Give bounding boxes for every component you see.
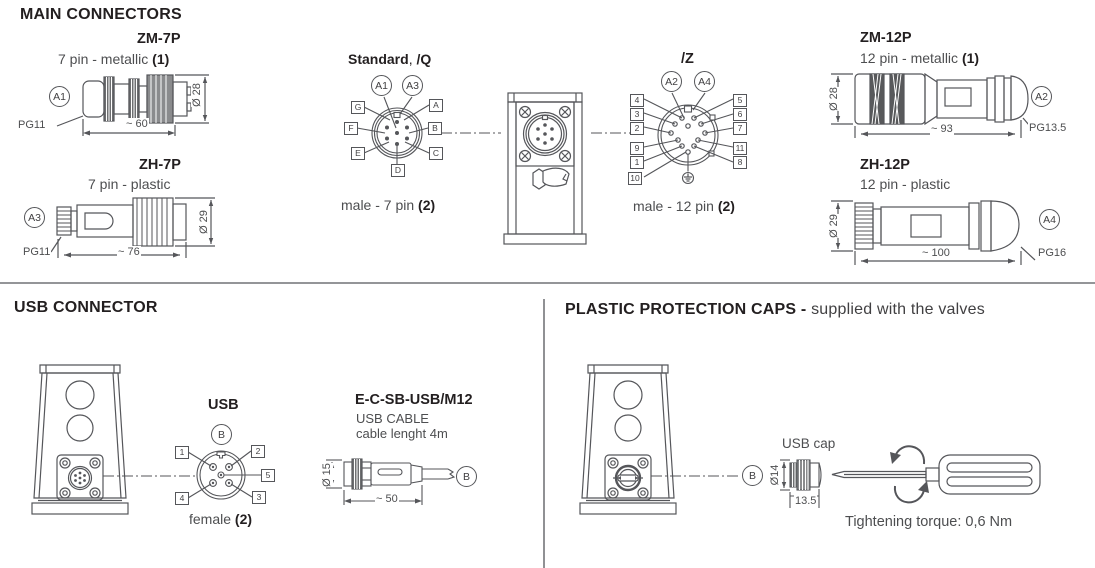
pin12-ref-a-badge: A2	[661, 71, 682, 92]
zm12p-desc: 12 pin - metallic (1)	[860, 50, 980, 66]
zm12p-gland-label: PG13.5	[1028, 122, 1068, 134]
zh12p-drawing	[831, 200, 1036, 265]
pin7-caption: male - 7 pin (2)	[341, 197, 436, 213]
zh7p-gland-label: PG11	[22, 246, 52, 258]
pin7-diagram	[356, 96, 430, 164]
zm7p-ref-badge: A1	[49, 86, 70, 107]
zm12p-length-dim: ~ 93	[930, 123, 954, 135]
pin12-label-1: 1	[630, 156, 644, 169]
zh7p-length-dim: ~ 76	[117, 246, 141, 258]
pin7-label-c: C	[429, 147, 443, 160]
zh12p-length-dim: ~ 100	[921, 247, 951, 259]
zh7p-desc: 7 pin - plastic	[88, 176, 171, 192]
zm12p-name: ZM-12P	[860, 30, 912, 46]
zm7p-desc: 7 pin - metallic (1)	[58, 51, 170, 67]
zm7p-name: ZM-7P	[137, 31, 181, 47]
pin12-label-11: 11	[733, 142, 747, 155]
pin7-ref-a-badge: A1	[371, 75, 392, 96]
pin7-label-a: A	[429, 99, 443, 112]
zh12p-gland-label: PG16	[1037, 247, 1068, 259]
usb-cap-drawing	[780, 459, 822, 508]
pin12-label-6: 6	[733, 108, 747, 121]
usb-pin-label-2: 2	[251, 445, 265, 458]
zh7p-name: ZH-7P	[139, 157, 181, 173]
main-section-title: MAIN CONNECTORS	[20, 6, 182, 23]
screwdriver-drawing	[831, 445, 1041, 504]
pin12-label-3: 3	[630, 108, 644, 121]
pin12-label-7: 7	[733, 122, 747, 135]
usb-pin-ref-badge: B	[211, 424, 232, 445]
zm12p-ref-badge: A2	[1031, 86, 1052, 107]
caps-section-title: PLASTIC PROTECTION CAPS - supplied with …	[565, 301, 985, 318]
pin12-label-2: 2	[630, 122, 644, 135]
usb-cable-length-dim: ~ 50	[375, 493, 399, 505]
torque-note: Tightening torque: 0,6 Nm	[845, 514, 1013, 530]
zm7p-diameter-dim: Ø 28	[191, 83, 203, 107]
usb-section-title: USB CONNECTOR	[14, 299, 158, 316]
pin7-label-g: G	[351, 101, 365, 114]
usb-pin-label-4: 4	[175, 492, 189, 505]
zh12p-name: ZH-12P	[860, 157, 910, 173]
usb-pin-label-5: 5	[261, 469, 275, 482]
usb-cable-diameter-dim: Ø 15	[321, 463, 333, 487]
zm12p-diameter-dim: Ø 28	[828, 87, 840, 111]
usb-pin-label-3: 3	[252, 491, 266, 504]
valve-front-drawing	[503, 92, 587, 245]
zh7p-ref-badge: A3	[24, 207, 45, 228]
pin12-label-8: 8	[733, 156, 747, 169]
zh7p-diameter-dim: Ø 29	[198, 210, 210, 234]
usb-pin-label-1: 1	[175, 446, 189, 459]
pin12-label-9: 9	[630, 142, 644, 155]
usb-cable-type: USB CABLE	[356, 411, 429, 426]
valve-capped-drawing	[579, 364, 677, 515]
usb-cap-diameter-dim: Ø14	[769, 464, 781, 486]
usb-cable-note: cable lenght 4m	[356, 426, 448, 441]
pin7-label-f: F	[344, 122, 358, 135]
zh12p-ref-badge: A4	[1039, 209, 1060, 230]
usb-cable-name: E-C-SB-USB/M12	[355, 392, 473, 408]
pin12-title: /Z	[681, 51, 694, 67]
pin7-ref-b-badge: A3	[402, 75, 423, 96]
zm7p-length-dim: ~ 60	[125, 118, 149, 130]
zm7p-gland-label: PG11	[17, 119, 47, 131]
pin12-diagram	[643, 92, 734, 185]
usb-cable-ref-badge: B	[456, 466, 477, 487]
usb-pin-title: USB	[208, 397, 239, 413]
valve-usb-drawing	[31, 364, 129, 515]
cap-ref-badge: B	[742, 465, 763, 486]
pin12-label-4: 4	[630, 94, 644, 107]
usb-pin-diagram	[187, 450, 261, 500]
pin7-title: Standard, /Q	[348, 51, 432, 67]
usb-pin-caption: female (2)	[189, 511, 253, 527]
pin12-ref-b-badge: A4	[694, 71, 715, 92]
usb-cap-width-dim: 13.5	[794, 495, 818, 507]
zh12p-diameter-dim: Ø 29	[828, 214, 840, 238]
pin12-label-5: 5	[733, 94, 747, 107]
pin7-label-e: E	[351, 147, 365, 160]
pin7-label-b: B	[428, 122, 442, 135]
zh12p-desc: 12 pin - plastic	[860, 176, 951, 192]
pin7-label-d: D	[391, 164, 405, 177]
usb-cap-label: USB cap	[782, 436, 836, 451]
pin12-caption: male - 12 pin (2)	[633, 198, 735, 214]
pin12-label-10: 10	[628, 172, 642, 185]
